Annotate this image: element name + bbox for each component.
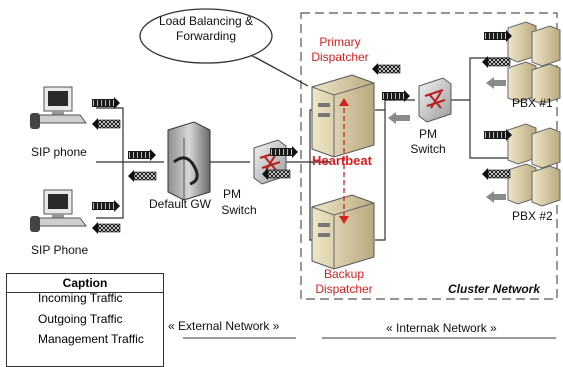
pm-switch-right-label-line1: PM — [419, 127, 437, 141]
primary-dispatcher-label-line2: Dispatcher — [311, 50, 369, 64]
default-gateway-icon — [167, 121, 211, 201]
pbx1-label: PBX #1 — [512, 96, 553, 110]
incoming-traffic-arrows — [92, 30, 512, 212]
load-balancing-callout — [139, 8, 309, 87]
caption-management-label: Management Traffic — [38, 332, 144, 346]
caption-incoming-label: Incoming Traffic — [38, 291, 123, 305]
external-network-label: « External Network » — [168, 319, 280, 333]
pm-switch-right-icon — [418, 77, 452, 123]
backup-dispatcher-label-line2: Dispatcher — [315, 282, 373, 296]
sip-phone-bottom-icon — [30, 189, 87, 232]
heartbeat-link — [339, 98, 349, 224]
default-gw-label: Default GW — [148, 197, 212, 211]
primary-dispatcher-label-line1: Primary — [319, 35, 361, 49]
sip-phone-top-label: SIP phone — [31, 145, 87, 159]
backup-dispatcher-server-icon — [311, 194, 375, 270]
callout-text-line1: Load Balancing & — [158, 14, 254, 28]
caption-legend: Caption — [6, 273, 164, 367]
sip-phone-bottom-label: SIP Phone — [31, 243, 89, 257]
pm-switch-left-label-line2: Switch — [221, 203, 257, 217]
pbx2-label: PBX #2 — [512, 209, 553, 223]
primary-dispatcher-server-icon — [311, 74, 375, 158]
outgoing-traffic-arrows — [92, 56, 511, 234]
cluster-network-label: Cluster Network — [448, 282, 541, 296]
caption-title: Caption — [7, 274, 163, 293]
caption-outgoing-label: Outgoing Traffic — [38, 312, 123, 326]
pm-switch-right-label-line2: Switch — [410, 142, 446, 156]
callout-text-line2: Forwarding — [175, 29, 237, 43]
sip-phone-top-icon — [30, 86, 87, 129]
internal-network-label: « Internak Network » — [386, 321, 497, 335]
pbx1-servers-icon — [507, 21, 561, 105]
management-traffic-arrows — [388, 77, 506, 203]
pbx2-servers-icon — [507, 123, 561, 207]
pm-switch-left-label-line1: PM — [223, 187, 241, 201]
heartbeat-label: Heartbeat — [312, 153, 372, 168]
backup-dispatcher-label-line1: Backup — [323, 267, 365, 281]
